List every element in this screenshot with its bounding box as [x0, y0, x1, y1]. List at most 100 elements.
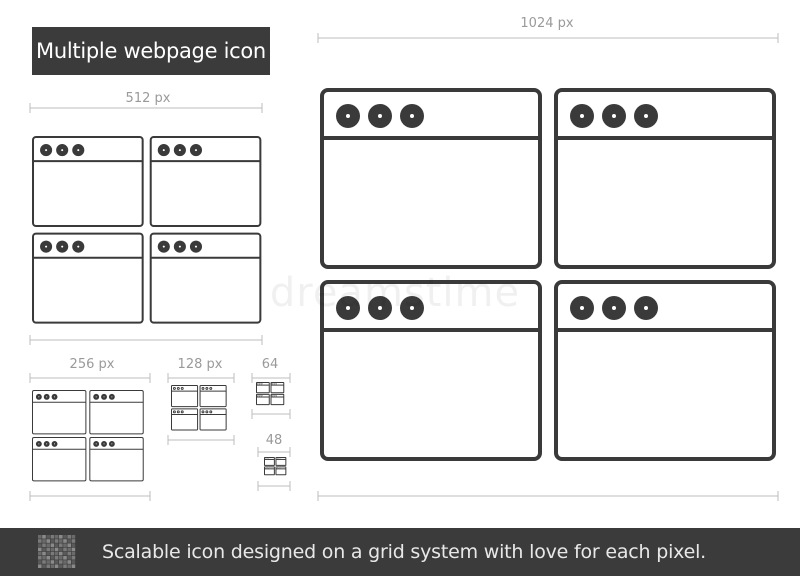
window-dot-center — [279, 467, 281, 469]
window-dot-center — [580, 114, 584, 118]
window-frame — [32, 437, 87, 482]
pixel-cell — [54, 547, 59, 552]
window-dot-center — [202, 411, 204, 413]
pixel-grid-icon — [38, 535, 76, 568]
pixel-cell — [42, 556, 46, 560]
pixel-cell — [63, 543, 67, 547]
pixel-cell — [38, 551, 42, 556]
window-dot-center — [103, 396, 105, 398]
window-dot-center — [38, 396, 40, 398]
window-dot-center — [173, 387, 175, 389]
pixel-cell — [67, 564, 71, 568]
icon-1024-window-top-right — [554, 88, 776, 269]
size-label-512: 512 px — [125, 91, 171, 106]
pixel-cell — [46, 564, 50, 568]
pixel-cell — [71, 556, 76, 560]
icon-1024-window-bottom-right — [554, 280, 776, 461]
window-frame — [320, 88, 542, 269]
window-dot-center — [103, 443, 105, 445]
window-dot-center — [410, 114, 414, 118]
window-dot-center — [202, 387, 204, 389]
pixel-cell — [42, 551, 46, 556]
window-dot-center — [38, 443, 40, 445]
pixel-cell — [71, 564, 76, 568]
window-dot-center — [194, 245, 197, 248]
pixel-cell — [46, 547, 50, 552]
window-dot-center — [268, 457, 270, 459]
window-dot-center — [261, 395, 263, 397]
window-dot-center — [206, 411, 208, 413]
icon-256-window-top-left — [32, 390, 87, 435]
window-frame — [256, 382, 270, 394]
pixel-cell — [50, 556, 55, 560]
pixel-cell — [42, 547, 46, 552]
pixel-cell — [67, 556, 71, 560]
window-dot-center — [210, 411, 212, 413]
pixel-cell — [38, 539, 42, 543]
window-dot-center — [77, 149, 80, 152]
pixel-cell — [42, 539, 46, 543]
icon-128-window-top-right — [199, 385, 227, 408]
pixel-cell — [38, 560, 42, 564]
icon-128-window-bottom-right — [199, 408, 227, 431]
window-dot-center — [162, 149, 165, 152]
window-frame — [264, 466, 275, 476]
window-dot-center — [271, 383, 273, 385]
window-frame — [149, 232, 262, 324]
window-dot-center — [178, 245, 181, 248]
pixel-cell — [54, 564, 59, 568]
window-dot-center — [45, 149, 48, 152]
pixel-cell — [67, 560, 71, 564]
window-frame — [320, 280, 542, 461]
window-dot-center — [410, 306, 414, 310]
window-dot-center — [54, 396, 56, 398]
pixel-cell — [59, 560, 63, 564]
watermark: dreamstime — [269, 270, 521, 316]
size-label-48: 48 — [265, 433, 283, 448]
pixel-cell — [54, 535, 59, 539]
window-dot-center — [259, 383, 261, 385]
pixel-cell — [42, 543, 46, 547]
window-dot-center — [346, 306, 350, 310]
window-dot-center — [46, 443, 48, 445]
icon-256-window-top-right — [89, 390, 144, 435]
window-dot-center — [95, 443, 97, 445]
size-label-64: 64 — [261, 357, 279, 372]
pixel-cell — [63, 551, 67, 556]
window-dot-center — [612, 114, 616, 118]
window-dot-center — [275, 395, 277, 397]
pixel-cell — [54, 551, 59, 556]
pixel-cell — [42, 560, 46, 564]
window-dot-center — [181, 411, 183, 413]
window-dot-center — [346, 114, 350, 118]
pixel-cell — [67, 539, 71, 543]
window-dot-center — [257, 395, 259, 397]
pixel-cell — [42, 535, 46, 539]
pixel-cell — [59, 551, 63, 556]
window-frame — [554, 280, 776, 461]
window-frame — [199, 385, 227, 408]
window-dot-center — [177, 411, 179, 413]
icon-64-window-bottom-right — [270, 393, 285, 406]
icon-grid — [32, 88, 776, 482]
pixel-cell — [38, 564, 42, 568]
window-dot-center — [279, 457, 281, 459]
pixel-cell — [54, 543, 59, 547]
pixel-cell — [71, 547, 76, 552]
icon-512-window-bottom-right — [149, 232, 262, 324]
pixel-cell — [54, 560, 59, 564]
window-dot-center — [264, 467, 266, 469]
pixel-cell — [46, 556, 50, 560]
window-dot-center — [77, 245, 80, 248]
window-dot-center — [111, 443, 113, 445]
icon-512-window-top-right — [149, 135, 262, 228]
window-frame — [270, 393, 285, 406]
window-frame — [256, 393, 270, 406]
window-dot-center — [277, 467, 279, 469]
window-frame — [89, 437, 144, 482]
pixel-cell — [38, 535, 42, 539]
pixel-cell — [71, 535, 76, 539]
window-dot-center — [644, 114, 648, 118]
icon-64-window-top-left — [256, 382, 270, 394]
pixel-cell — [46, 535, 50, 539]
